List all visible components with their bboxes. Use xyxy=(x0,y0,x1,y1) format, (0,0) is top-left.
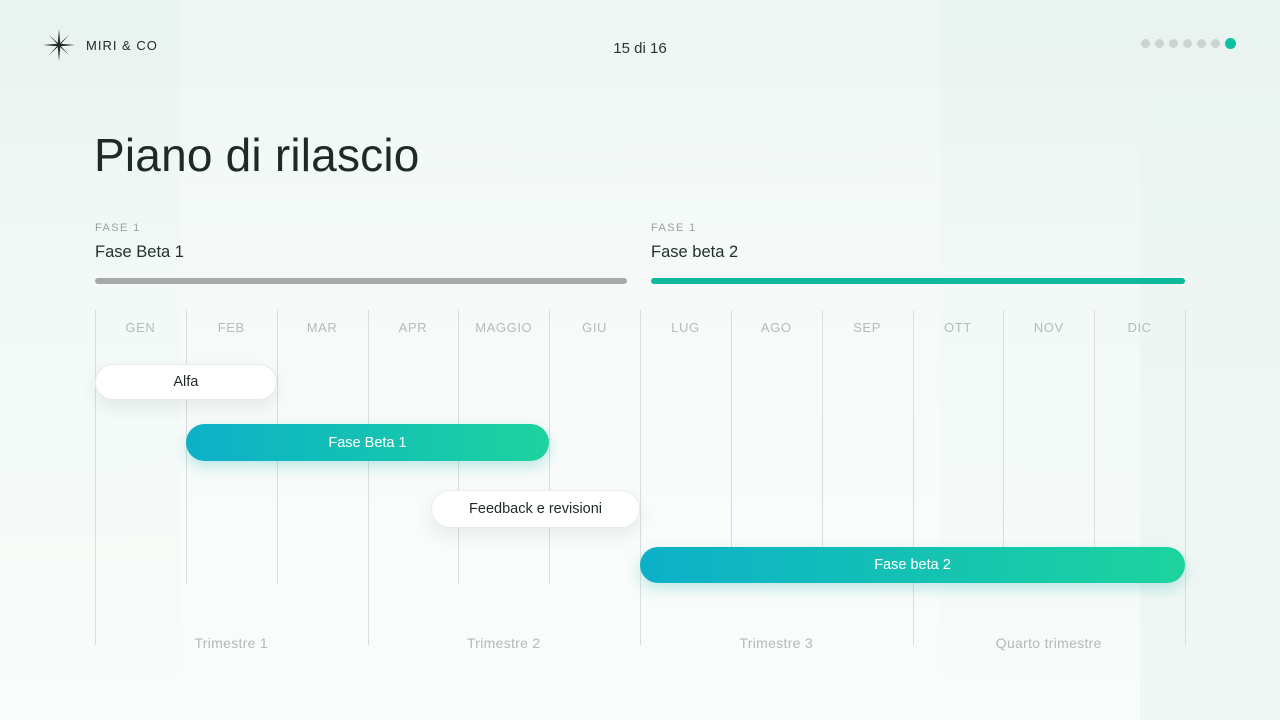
phase-header-beta1: FASE 1 Fase Beta 1 xyxy=(95,222,627,284)
gantt-bar: Feedback e revisioni xyxy=(431,490,640,528)
slide-progress-dots xyxy=(1141,38,1236,49)
month-label: MAGGIO xyxy=(475,320,533,335)
month-label: LUG xyxy=(671,320,700,335)
progress-dot[interactable] xyxy=(1155,39,1164,48)
month-label: GEN xyxy=(125,320,156,335)
brand: MIRI & CO xyxy=(42,28,158,62)
slide-title: Piano di rilascio xyxy=(94,129,420,181)
grid-line xyxy=(912,310,914,645)
phase-label: FASE 1 xyxy=(651,222,697,234)
month-label: NOV xyxy=(1033,320,1064,335)
progress-dot[interactable] xyxy=(1211,39,1220,48)
phase-progress-bar-gray xyxy=(95,278,627,284)
month-label: AGO xyxy=(760,320,792,335)
progress-dot[interactable] xyxy=(1225,38,1236,49)
month-label: DIC xyxy=(1127,320,1152,335)
gantt-bar: Alfa xyxy=(95,364,277,400)
phase-header-beta2: FASE 1 Fase beta 2 xyxy=(651,222,1185,284)
month-label: OTT xyxy=(944,320,972,335)
quarter-label: Trimestre 3 xyxy=(739,635,814,651)
quarter-label: Quarto trimestre xyxy=(995,635,1102,651)
month-label: FEB xyxy=(217,320,245,335)
brand-name: MIRI & CO xyxy=(86,37,158,53)
grid-line xyxy=(1185,310,1186,645)
gantt-bar: Fase Beta 1 xyxy=(185,424,550,461)
month-label: SEP xyxy=(853,320,881,335)
gantt-bar: Fase beta 2 xyxy=(640,547,1185,583)
grid-line xyxy=(821,310,823,583)
phase-label: FASE 1 xyxy=(95,222,141,234)
phase-name: Fase Beta 1 xyxy=(95,243,184,261)
page-indicator: 15 di 16 xyxy=(613,40,667,57)
grid-line xyxy=(730,310,732,583)
month-label: GIU xyxy=(582,320,608,335)
phase-progress-bar-teal xyxy=(651,278,1185,284)
grid-line xyxy=(95,310,96,645)
month-label: MAR xyxy=(306,320,338,335)
month-label: APR xyxy=(398,320,428,335)
progress-dot[interactable] xyxy=(1183,39,1192,48)
quarter-label: Trimestre 2 xyxy=(466,635,541,651)
progress-dot[interactable] xyxy=(1169,39,1178,48)
slide-header: MIRI & CO 15 di 16 xyxy=(0,0,1280,90)
phase-name: Fase beta 2 xyxy=(651,243,739,261)
progress-dot[interactable] xyxy=(1141,39,1150,48)
quarter-label: Trimestre 1 xyxy=(194,635,269,651)
grid-line xyxy=(1094,310,1096,583)
sparkle-star-icon xyxy=(43,29,75,61)
progress-dot[interactable] xyxy=(1197,39,1206,48)
grid-line xyxy=(640,310,641,645)
grid-line xyxy=(549,310,551,583)
grid-line xyxy=(367,310,369,645)
grid-line xyxy=(1003,310,1005,583)
